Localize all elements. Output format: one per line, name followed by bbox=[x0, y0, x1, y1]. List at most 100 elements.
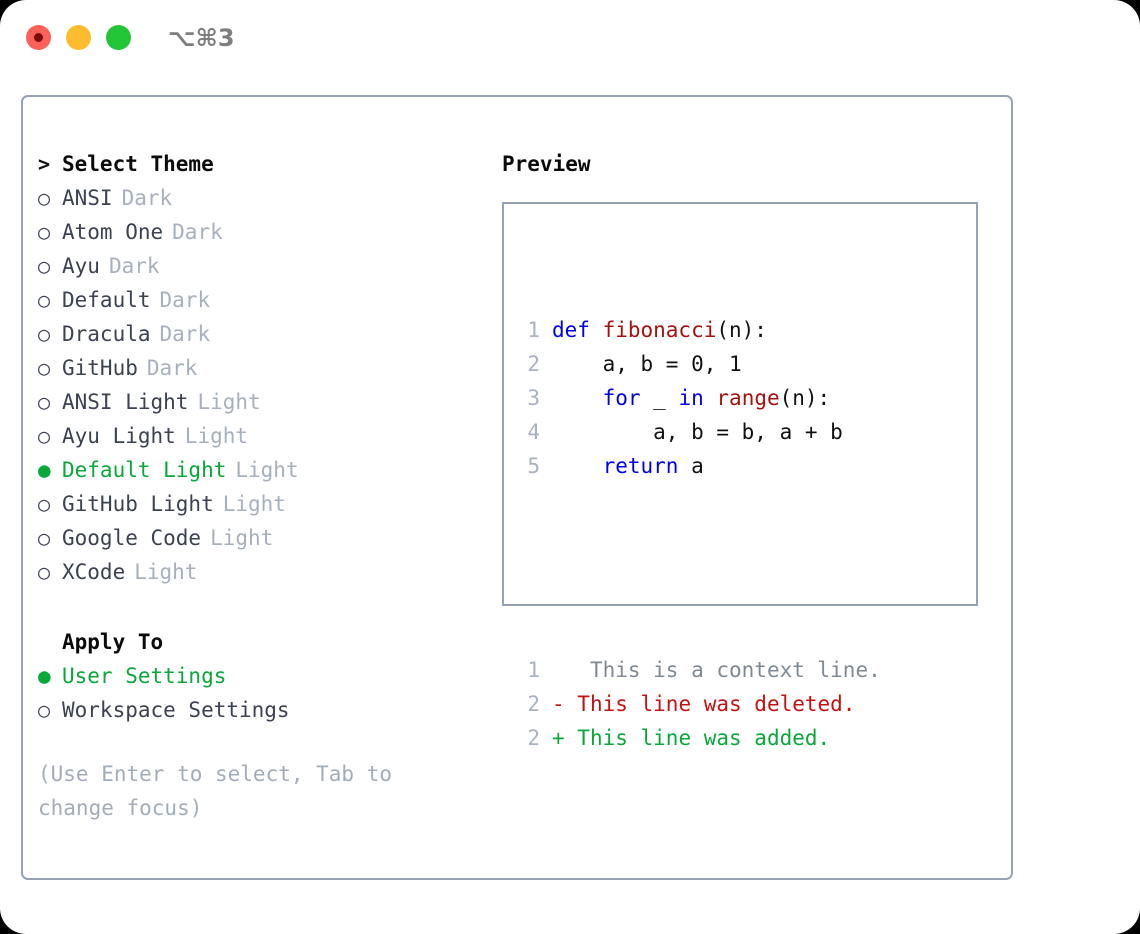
radio-selected-icon[interactable]: ● bbox=[38, 664, 51, 688]
theme-picker-heading: > Select Theme bbox=[38, 147, 478, 181]
theme-option[interactable]: ○ ANSI Light Light bbox=[38, 385, 478, 419]
diff-lines: 1 This is a context line.2- This line wa… bbox=[518, 653, 881, 755]
theme-option-label: Google Code bbox=[62, 526, 202, 550]
preview-pane: Preview 1 def fibonacci(n): 2 a, b = 0, 1 3… bbox=[502, 147, 992, 750]
apply-to-heading: ○ Apply To bbox=[38, 625, 478, 659]
diff-line: 2+ This line was added. bbox=[518, 721, 881, 755]
theme-option-variant: Dark bbox=[159, 322, 211, 346]
code-line-text: a, b = b, a + b bbox=[552, 415, 843, 449]
diff-marker: - bbox=[552, 692, 565, 716]
theme-option[interactable]: ○ Dracula Dark bbox=[38, 317, 478, 351]
diff-line-text: This is a context line. bbox=[564, 658, 881, 682]
code-line-number: 1 bbox=[527, 318, 540, 342]
theme-option-variant: Dark bbox=[146, 356, 198, 380]
code-token: in bbox=[678, 386, 704, 410]
apply-to-option-label: User Settings bbox=[62, 664, 227, 688]
radio-unselected-icon[interactable]: ○ bbox=[38, 220, 51, 244]
code-line-text: for _ in range(n): bbox=[552, 381, 831, 415]
theme-option-label: Ayu Light bbox=[62, 424, 176, 448]
code-token: return bbox=[602, 454, 679, 478]
radio-unselected-icon[interactable]: ○ bbox=[38, 526, 51, 550]
theme-option[interactable]: ○ GitHub Light Light bbox=[38, 487, 478, 521]
code-token: a bbox=[678, 454, 704, 478]
code-token: range bbox=[716, 386, 780, 410]
code-token: a, b = b, a + b bbox=[552, 420, 843, 444]
theme-option-label: XCode bbox=[62, 560, 126, 584]
code-line-number: 4 bbox=[527, 420, 540, 444]
apply-to-heading-label: Apply To bbox=[62, 630, 164, 654]
code-line-text: def fibonacci(n): bbox=[552, 313, 767, 347]
diff-marker bbox=[552, 653, 565, 687]
minimize-window-icon[interactable] bbox=[66, 25, 91, 50]
theme-option-variant: Dark bbox=[108, 254, 160, 278]
code-token: def bbox=[552, 318, 603, 342]
theme-option[interactable]: ○ ANSI Dark bbox=[38, 181, 478, 215]
code-token: (n): bbox=[779, 386, 831, 410]
traffic-lights bbox=[26, 25, 131, 50]
theme-option-label: GitHub bbox=[62, 356, 138, 380]
code-token bbox=[704, 386, 717, 410]
spacer-bullet-icon: ○ bbox=[38, 625, 62, 659]
theme-option[interactable]: ○ Ayu Dark bbox=[38, 249, 478, 283]
diff-line-text: This line was added. bbox=[564, 726, 831, 750]
radio-unselected-icon[interactable]: ○ bbox=[38, 390, 51, 414]
radio-unselected-icon[interactable]: ○ bbox=[38, 322, 51, 346]
code-line-number: 5 bbox=[527, 454, 540, 478]
apply-to-option-label: Workspace Settings bbox=[62, 698, 290, 722]
prompt-arrow-icon: > bbox=[38, 152, 51, 176]
theme-option-variant: Light bbox=[235, 458, 299, 482]
diff-line-number: 2 bbox=[527, 692, 540, 716]
radio-unselected-icon[interactable]: ○ bbox=[38, 492, 51, 516]
radio-selected-icon[interactable]: ● bbox=[38, 458, 51, 482]
diff-marker: + bbox=[552, 726, 565, 750]
radio-unselected-icon[interactable]: ○ bbox=[38, 186, 51, 210]
theme-option[interactable]: ○ Google Code Light bbox=[38, 521, 478, 555]
maximize-window-icon[interactable] bbox=[106, 25, 131, 50]
theme-option-variant: Light bbox=[197, 390, 261, 414]
theme-option-variant: Light bbox=[222, 492, 286, 516]
theme-option-variant: Dark bbox=[121, 186, 173, 210]
diff-line-text: This line was deleted. bbox=[564, 692, 856, 716]
theme-picker-heading-label: Select Theme bbox=[62, 152, 214, 176]
diff-line: 2- This line was deleted. bbox=[518, 687, 881, 721]
diff-line: 1 This is a context line. bbox=[518, 653, 881, 687]
radio-unselected-icon[interactable]: ○ bbox=[38, 424, 51, 448]
radio-unselected-icon[interactable]: ○ bbox=[38, 356, 51, 380]
code-line-text: return a bbox=[552, 449, 704, 483]
theme-option-variant: Light bbox=[184, 424, 249, 448]
theme-option[interactable]: ○ GitHub Dark bbox=[38, 351, 478, 385]
apply-to-option[interactable]: ○ Workspace Settings bbox=[38, 693, 478, 727]
code-line-number: 3 bbox=[527, 386, 540, 410]
radio-unselected-icon[interactable]: ○ bbox=[38, 288, 51, 312]
radio-unselected-icon[interactable]: ○ bbox=[38, 254, 51, 278]
code-token: _ bbox=[640, 386, 679, 410]
keyboard-shortcut-label: ⌥⌘3 bbox=[168, 24, 235, 52]
preview-code: 1 def fibonacci(n): 2 a, b = 0, 1 3 for _ i… bbox=[518, 245, 881, 823]
code-line: 3 for _ in range(n): bbox=[518, 381, 881, 415]
apply-to-option[interactable]: ● User Settings bbox=[38, 659, 478, 693]
theme-option[interactable]: ○ Ayu Light Light bbox=[38, 419, 478, 453]
close-window-icon[interactable] bbox=[26, 25, 51, 50]
radio-unselected-icon[interactable]: ○ bbox=[38, 698, 51, 722]
radio-unselected-icon[interactable]: ○ bbox=[38, 560, 51, 584]
theme-option-label: Dracula bbox=[62, 322, 151, 346]
theme-option-label: ANSI bbox=[62, 186, 113, 210]
theme-option-label: ANSI Light bbox=[62, 390, 189, 414]
apply-to-list: ● User Settings ○ Workspace Settings bbox=[38, 659, 478, 727]
code-token: a, b = 0, 1 bbox=[552, 352, 742, 376]
preview-title: Preview bbox=[502, 152, 591, 176]
theme-option-label: Atom One bbox=[62, 220, 164, 244]
theme-option-label: GitHub Light bbox=[62, 492, 214, 516]
code-token: for bbox=[602, 386, 641, 410]
code-blank-line bbox=[518, 551, 881, 585]
theme-option-variant: Light bbox=[210, 526, 274, 550]
theme-option-label: Ayu bbox=[62, 254, 100, 278]
